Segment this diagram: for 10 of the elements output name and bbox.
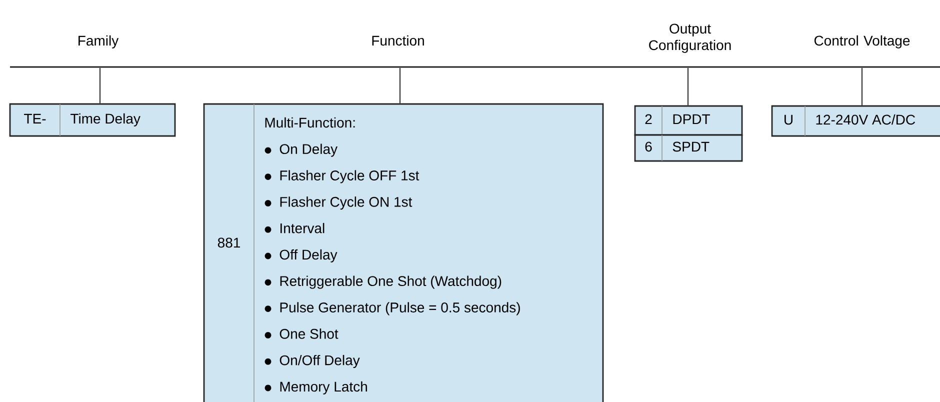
- function-box: 881 Multi-Function: On Delay Flasher Cycle OFF 1st Flasher Cycle ON 1st Interval Off Delay Retriggerable One Shot (Watchdog) Pulse Generator (Pulse = 0.5 seconds) One Shot On/Off Delay Memory Latch: [203, 103, 604, 402]
- column-heading: Output Configuration: [649, 24, 731, 53]
- column-heading: Family: [78, 35, 119, 48]
- code-table-row: TE- Time Delay: [9, 103, 176, 137]
- code-table-row: 6 SPDT: [634, 134, 743, 162]
- header-rule: [10, 66, 940, 68]
- code-table-row: U 12-240V AC/DC: [771, 105, 940, 137]
- code-table-row: 2 DPDT: [634, 105, 743, 136]
- column-heading: Function: [372, 35, 424, 46]
- column-heading: Control Voltage: [814, 35, 910, 48]
